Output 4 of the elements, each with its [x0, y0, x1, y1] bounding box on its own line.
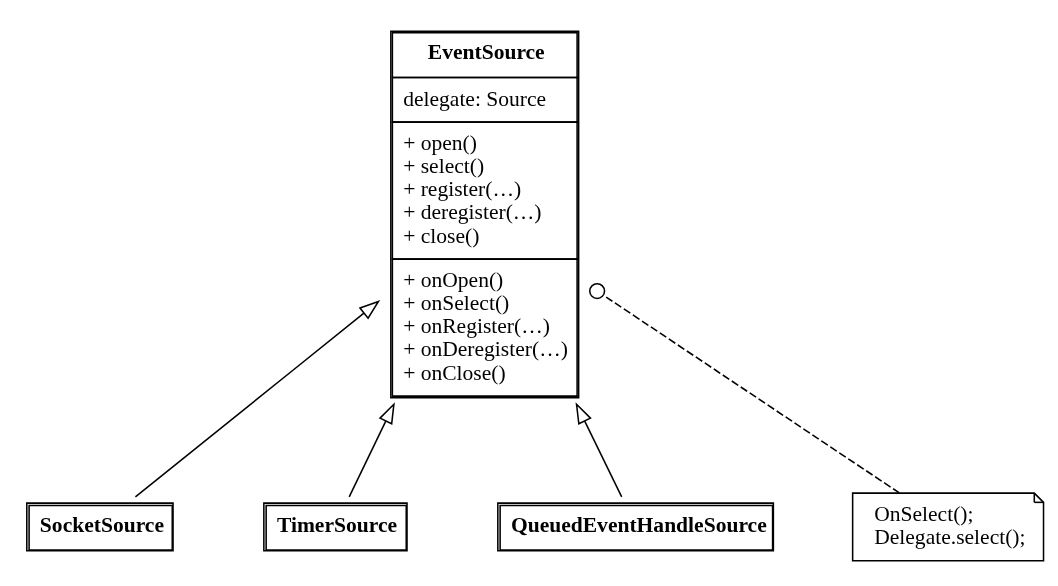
arrow [575, 402, 623, 498]
arrow [348, 402, 395, 498]
arrow [134, 300, 381, 498]
connector [589, 282, 901, 494]
